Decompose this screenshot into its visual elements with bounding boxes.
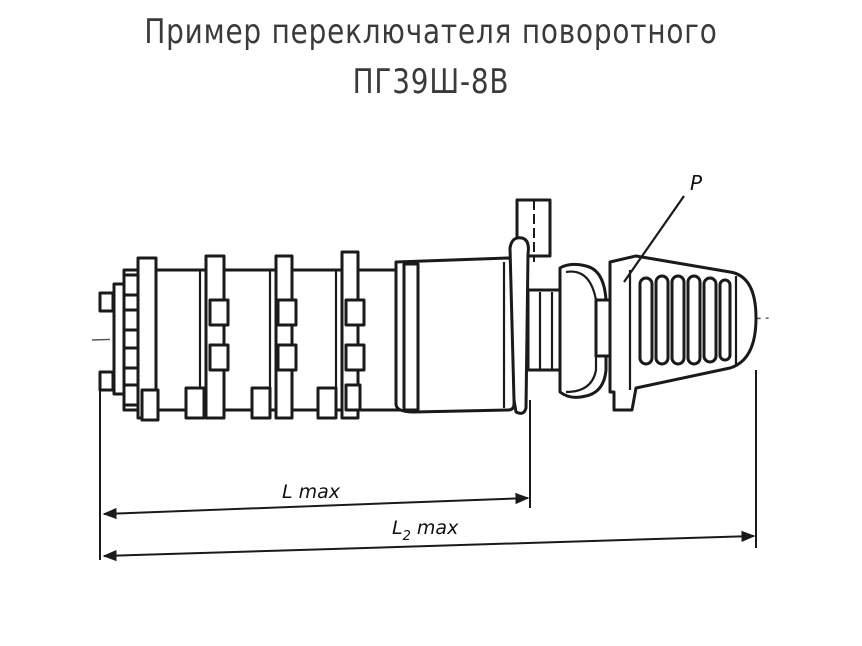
wafer-plate-4 [316, 250, 366, 420]
diagram-subtitle-model: ПГ39Ш-8В [352, 62, 510, 102]
housing-cylinder [394, 256, 516, 414]
wafer-plate-1 [122, 256, 160, 422]
diagram-title: Пример переключателя поворотного [144, 12, 718, 52]
dimension-l2-label: L2 max [392, 517, 459, 544]
wafer-stack-body [122, 268, 422, 412]
wafer-plate-2 [184, 254, 230, 420]
dimension-l-label: L max [282, 481, 341, 503]
dimension-l2-base: L [392, 517, 403, 539]
pointer-label: P [690, 171, 703, 195]
dimension-l2-line [102, 530, 756, 562]
dimension-extension-lines [99, 370, 757, 560]
wafer-plate-3 [250, 254, 298, 420]
dimension-l2-subscript: 2 [403, 529, 411, 544]
dimension-l-line [102, 492, 530, 520]
shaft-bushing [526, 262, 612, 399]
pointer-leader-line [623, 195, 685, 283]
rotary-knob [608, 254, 758, 412]
mounting-flange [508, 198, 552, 415]
dimension-l2-suffix: max [411, 517, 459, 539]
